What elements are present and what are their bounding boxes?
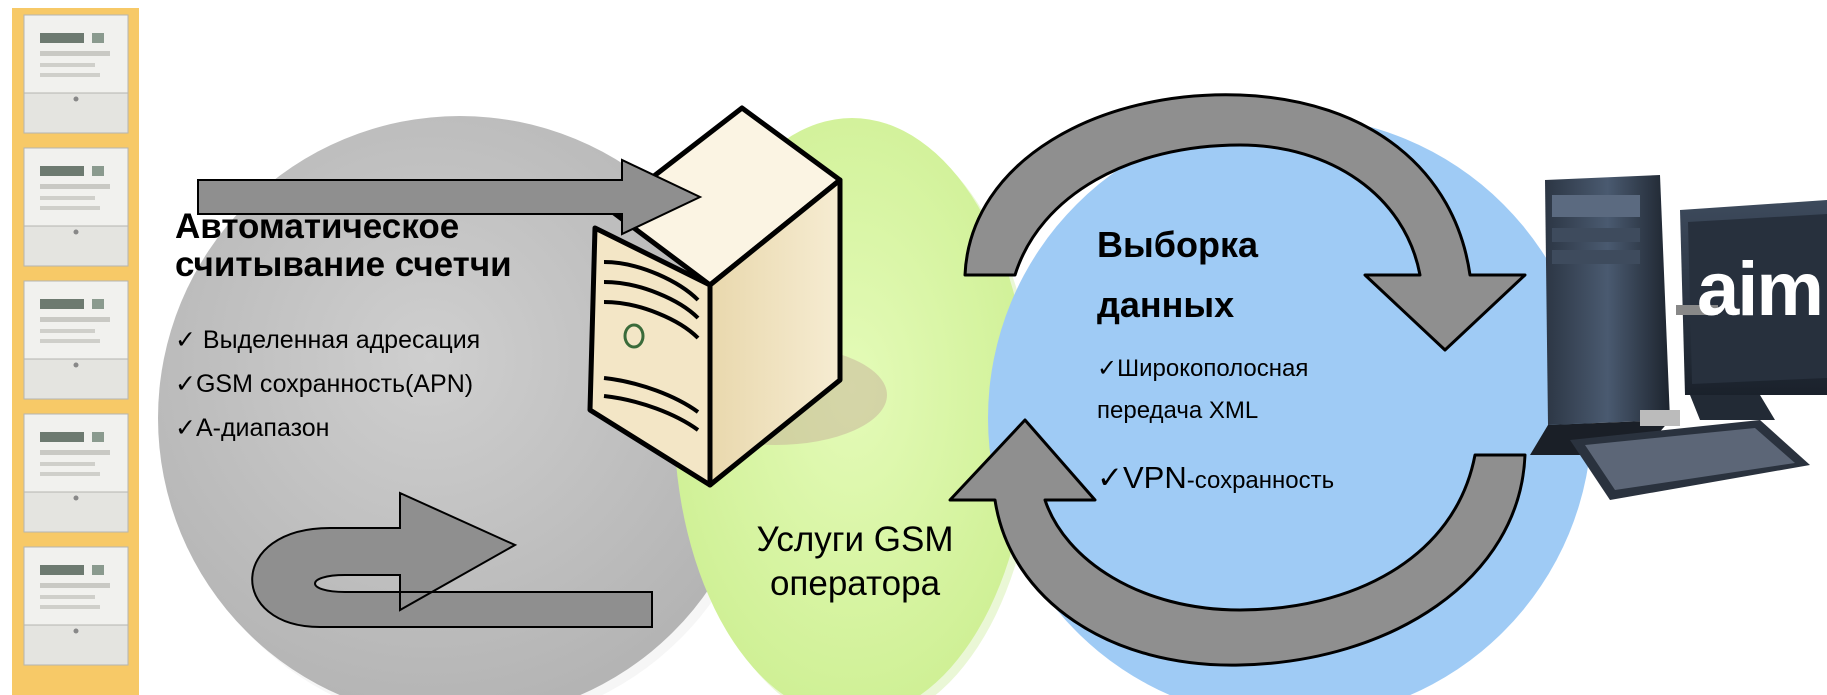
right-bullet-2: ✓VPN-сохранность: [1097, 460, 1334, 496]
meter-icon: [23, 14, 129, 134]
gsm-label-line-2: оператора: [769, 564, 941, 603]
gsm-label: Услуги GSM оператора: [700, 518, 1010, 606]
meter-icon: [23, 280, 129, 400]
right-title-line-2: данных: [1097, 284, 1235, 325]
right-bullet-2-check: ✓: [1097, 460, 1123, 495]
meter-icon: [23, 147, 129, 267]
meter-icon: [23, 413, 129, 533]
left-bullet-3: ✓A-диапазон: [175, 414, 330, 442]
right-bullet-2-vpn: VPN: [1122, 460, 1187, 495]
keyboard-icon: [1570, 410, 1810, 500]
left-bullet-2: ✓GSM сохранность(APN): [175, 370, 474, 398]
right-title: Выборка данных: [1097, 215, 1258, 335]
aim-logo: aim: [1697, 247, 1824, 332]
meter-strip: [12, 8, 139, 695]
meter-icon: [23, 546, 129, 666]
monitor-icon: [1676, 200, 1827, 420]
server-icon: [587, 105, 843, 488]
left-bullet-1: ✓ Выделенная адресация: [175, 326, 481, 354]
left-bullets: ✓ Выделенная адресация ✓GSM сохранность(…: [175, 318, 480, 450]
right-bullet-1-line-2: передача XML: [1097, 397, 1259, 424]
left-title-line-2: считывание счетчи: [175, 245, 512, 284]
right-title-line-1: Выборка: [1097, 224, 1258, 265]
top-arrow: [197, 158, 703, 236]
right-bullet-1-line-1: ✓Широкополосная: [1097, 355, 1309, 382]
uturn-arrow: [251, 491, 653, 628]
right-bullet-2-rest: -сохранность: [1186, 467, 1335, 494]
gsm-label-line-1: Услуги GSM: [756, 520, 954, 559]
left-title-line-1: Автоматическое: [175, 207, 460, 246]
left-title: Автоматическое считывание счетчи: [175, 208, 512, 284]
cycle-arrows: [948, 93, 1527, 667]
right-bullet-1: ✓Широкополосная передача XML: [1097, 348, 1308, 432]
